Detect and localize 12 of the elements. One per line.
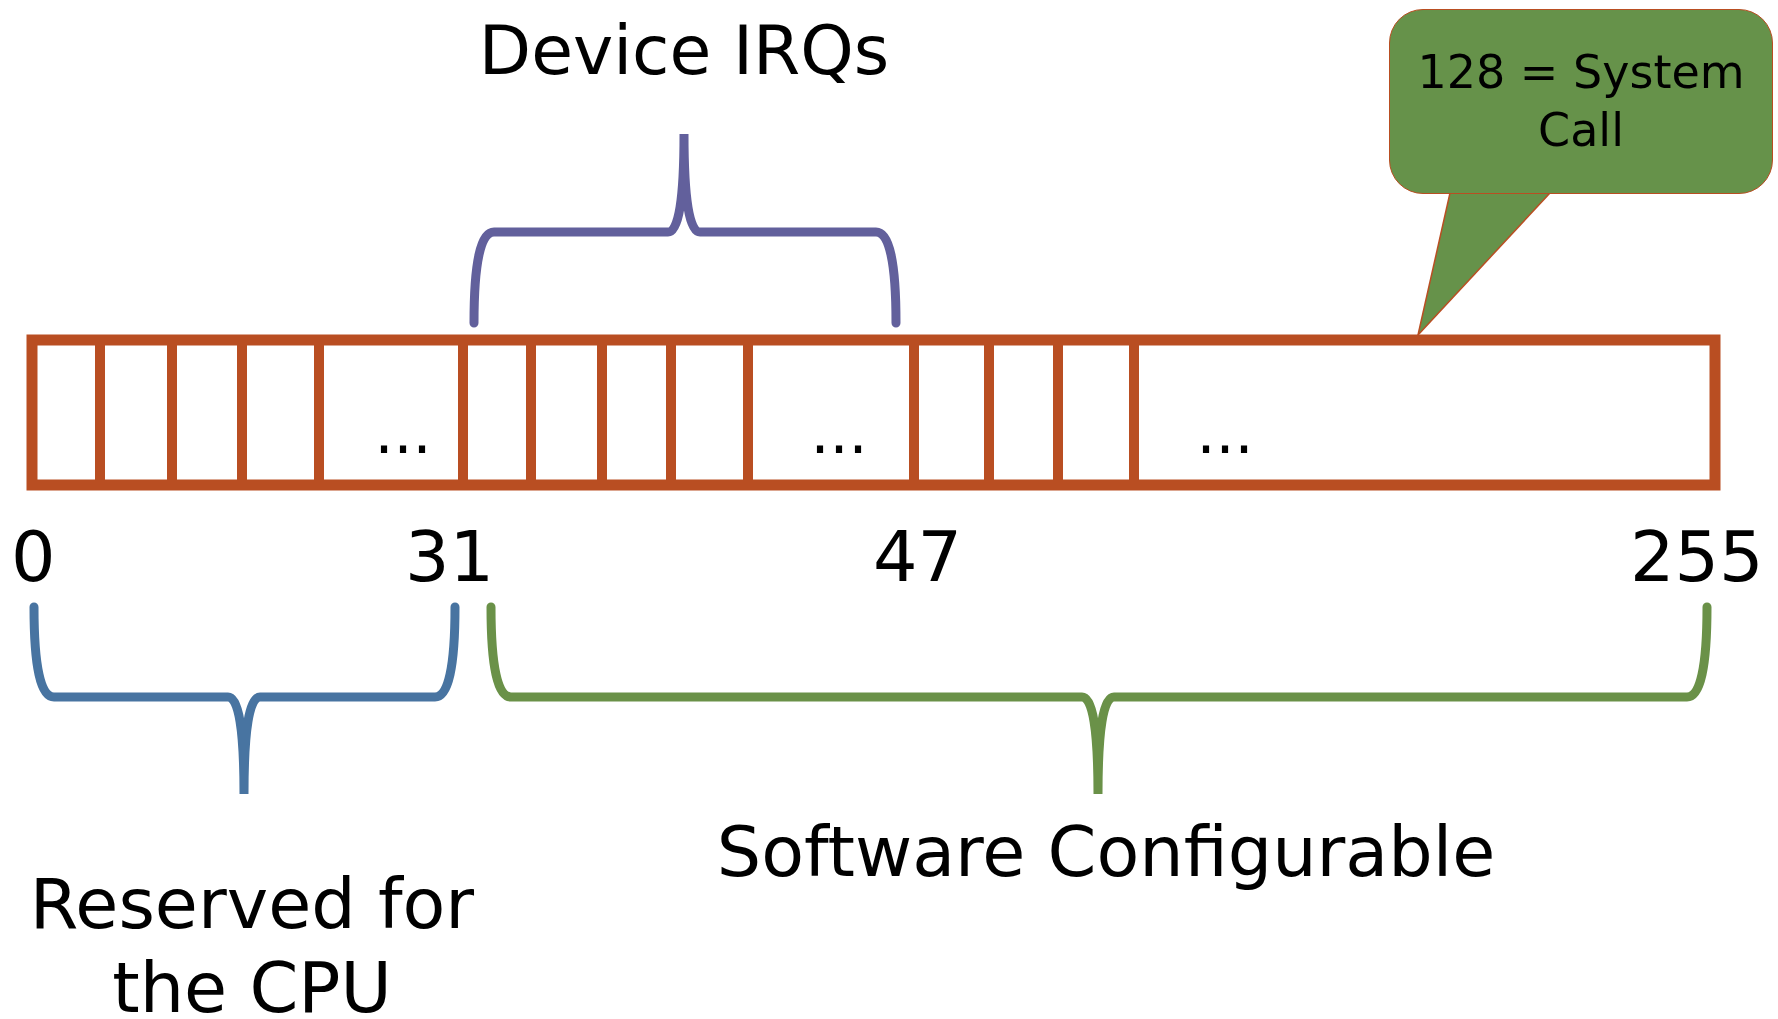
ellipsis: ... [810,402,868,462]
callout-pointer [1417,192,1551,336]
index-number: 0 [11,522,56,592]
index-number: 255 [1630,522,1764,592]
index-number: 31 [405,522,495,592]
callout-text: 128 = System Call [1416,44,1746,159]
bracket-label: Reserved for the CPU [28,862,476,1019]
bracket-label: Device IRQs [478,17,890,85]
index-number: 47 [873,522,963,592]
vector-table [26,334,1721,491]
ellipsis: ... [374,402,432,462]
ellipsis: ... [1196,402,1254,462]
